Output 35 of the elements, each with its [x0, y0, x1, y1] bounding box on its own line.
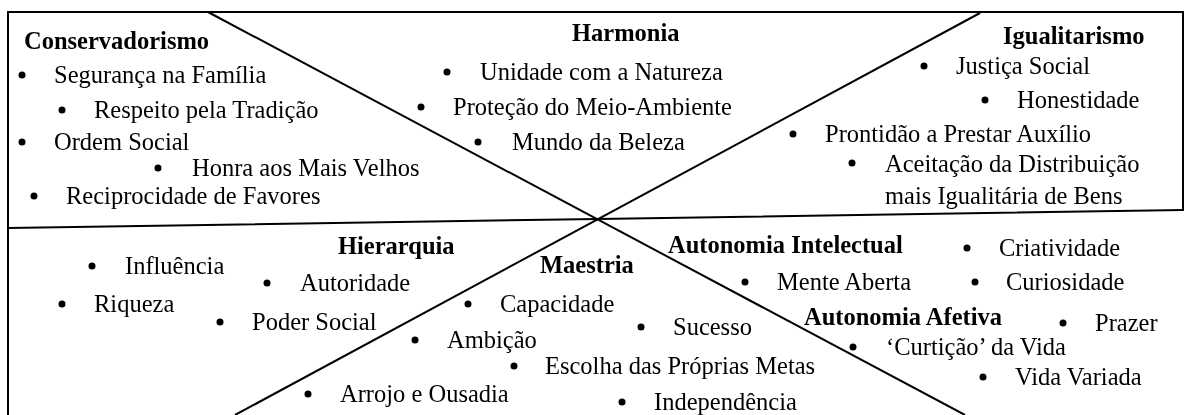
value-item: Riqueza — [94, 289, 175, 319]
value-item: Ordem Social — [54, 127, 190, 157]
value-item: Capacidade — [500, 289, 615, 319]
value-item: Curiosidade — [1006, 267, 1125, 297]
value-item: Autoridade — [300, 268, 411, 298]
category-heading: Harmonia — [572, 18, 680, 48]
value-item: Aceitação da Distribuição mais Igualitária de Bens — [885, 149, 1141, 211]
category-heading: Maestria — [540, 250, 634, 280]
value-item: Sucesso — [673, 312, 752, 342]
value-item: Vida Variada — [1015, 362, 1142, 392]
value-item: Prontidão a Prestar Auxílio — [825, 119, 1092, 149]
value-item: Reciprocidade de Favores — [66, 181, 321, 211]
value-item: Mundo da Beleza — [512, 127, 685, 157]
value-item: Prazer — [1095, 308, 1158, 338]
value-item: Proteção do Meio-Ambiente — [453, 92, 732, 122]
value-item: Honra aos Mais Velhos — [192, 153, 420, 183]
value-item: Influência — [125, 251, 225, 281]
value-item: Mente Aberta — [777, 267, 912, 297]
value-item: Honestidade — [1017, 85, 1140, 115]
value-item: Justiça Social — [956, 51, 1091, 81]
category-heading: Autonomia Afetiva — [804, 302, 1003, 332]
value-item: Independência — [654, 387, 797, 415]
value-item: Respeito pela Tradição — [94, 95, 319, 125]
value-item: Unidade com a Natureza — [480, 57, 723, 87]
category-heading: Autonomia Intelectual — [668, 230, 903, 260]
value-item: Segurança na Família — [54, 60, 267, 90]
category-heading: Hierarquia — [338, 231, 455, 261]
category-heading: Igualitarismo — [1003, 21, 1145, 51]
value-item: Ambição — [447, 325, 537, 355]
value-item: Escolha das Próprias Metas — [545, 351, 816, 381]
value-item: ‘Curtição’ da Vida — [886, 332, 1066, 362]
value-item: Arrojo e Ousadia — [340, 379, 509, 409]
category-heading: Conservadorismo — [24, 26, 210, 56]
value-item: Criatividade — [999, 233, 1121, 263]
value-item: Poder Social — [252, 307, 377, 337]
